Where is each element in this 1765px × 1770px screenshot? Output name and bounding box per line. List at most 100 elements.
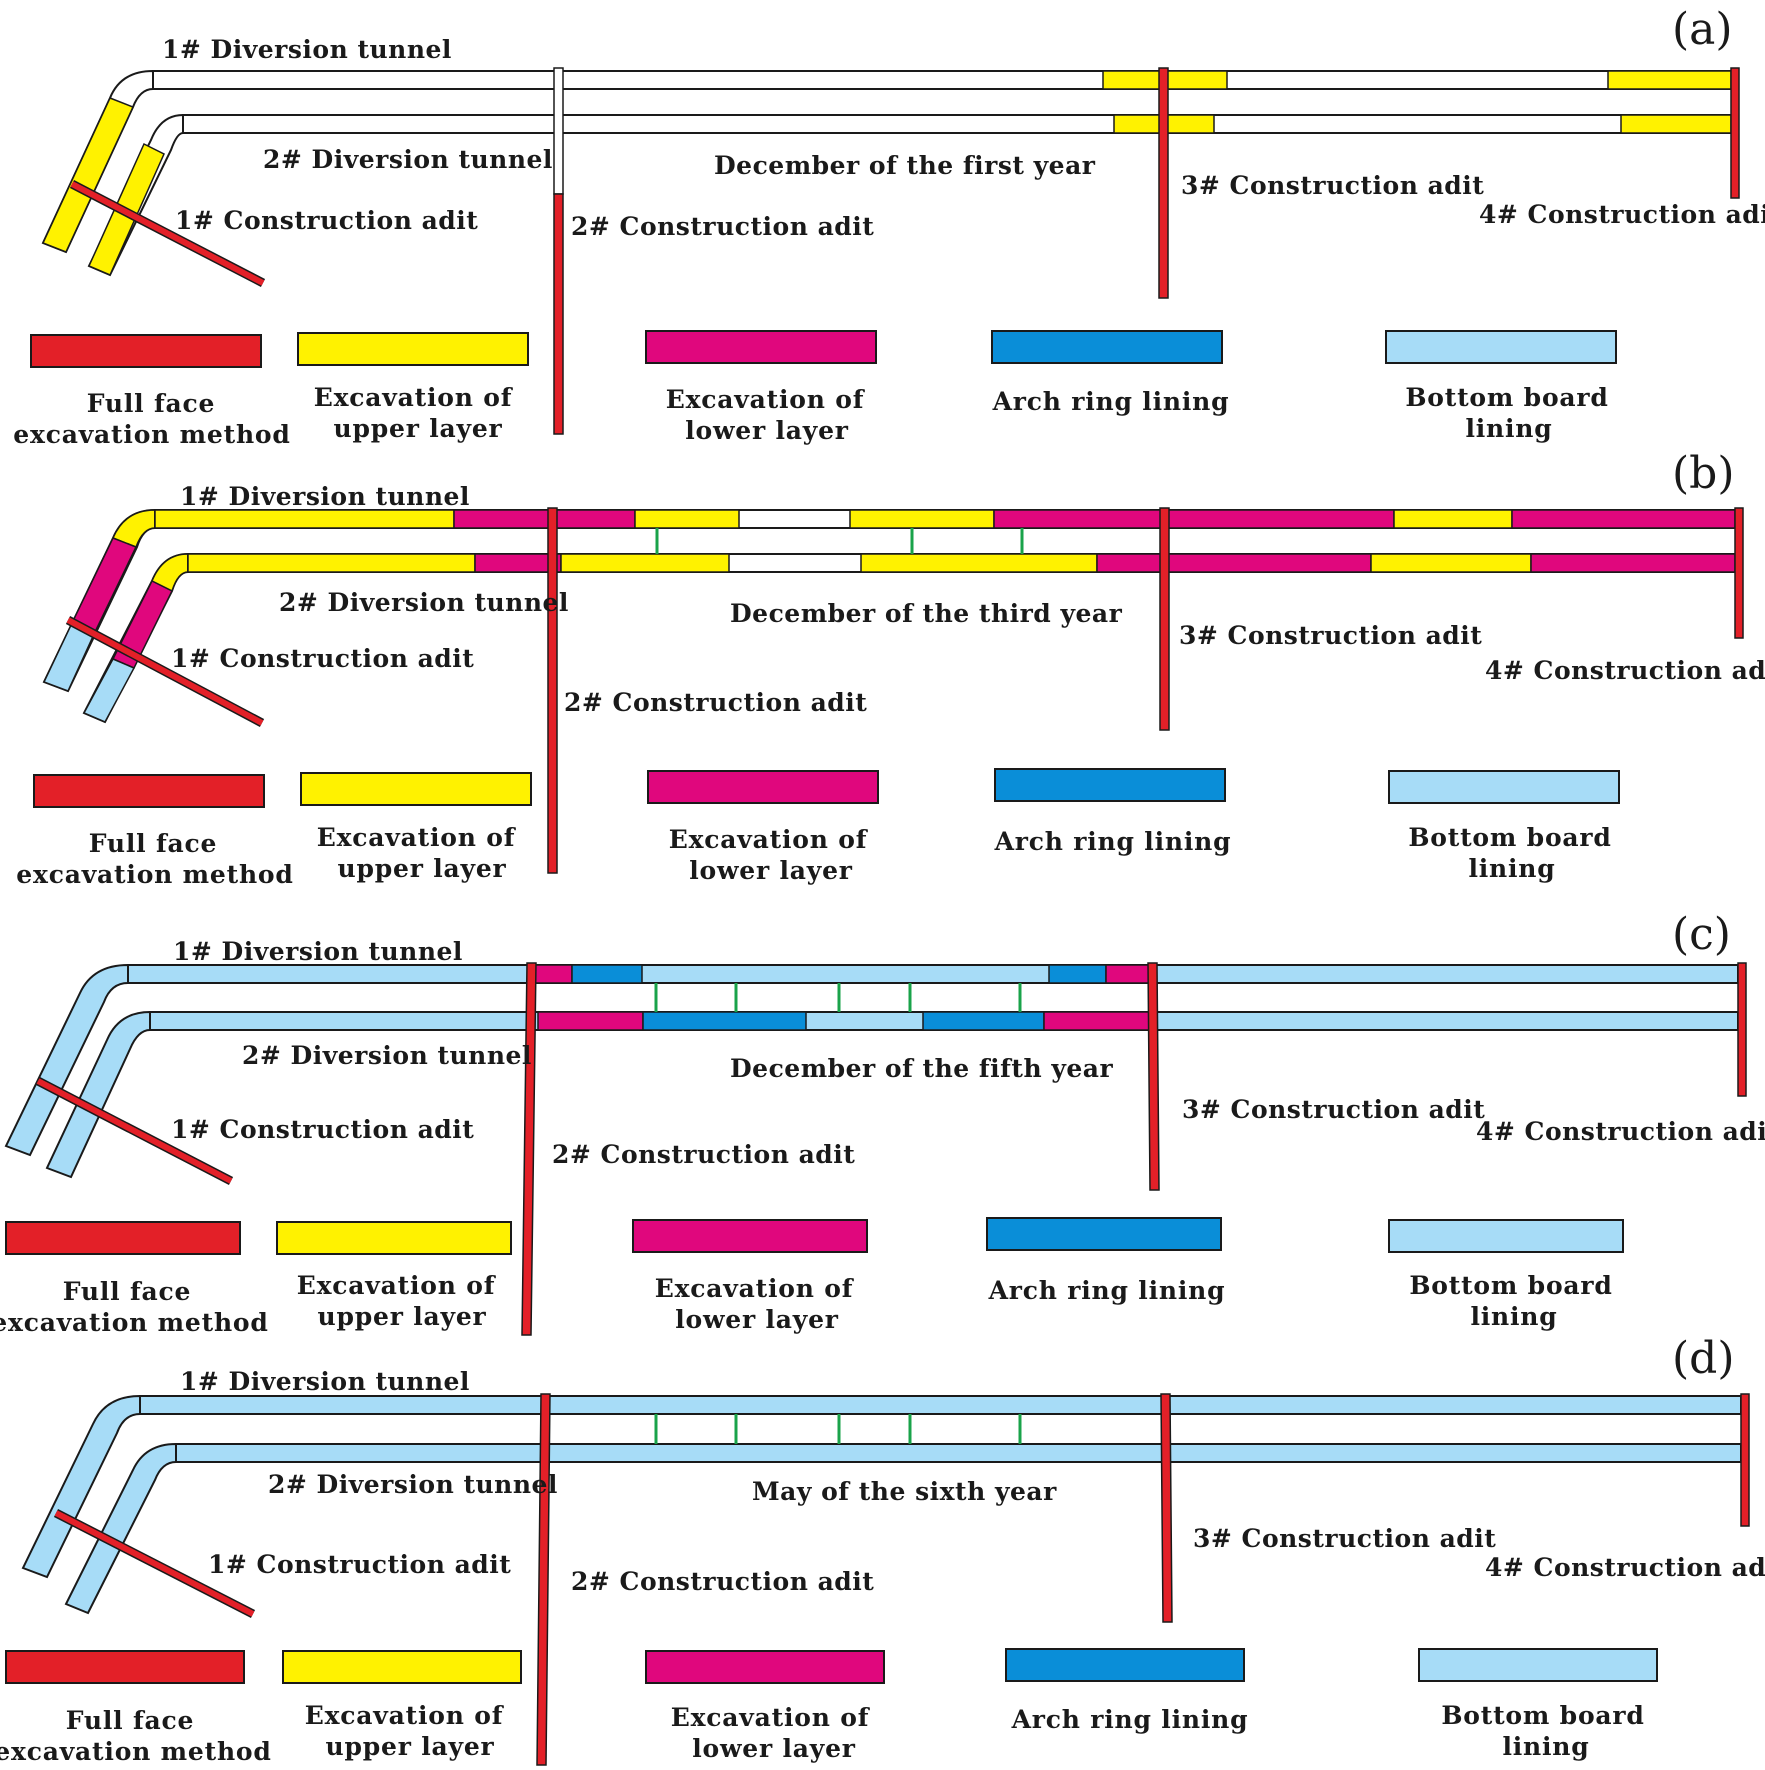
legend-swatch-lower-d <box>645 1650 885 1684</box>
panel-letter-b: (b) <box>1672 448 1735 499</box>
tunnel1-a <box>41 69 1732 254</box>
adit3-a <box>1158 67 1169 299</box>
legend-swatch-full-d <box>5 1650 245 1684</box>
panel-c: (c) 1# Diversion tunnel 2# Diversion tun… <box>0 909 1765 1337</box>
legend-full-l1-d: Full face <box>66 1706 194 1735</box>
legend-lower-l2-d: lower layer <box>692 1734 856 1763</box>
label-date-c: December of the fifth year <box>730 1054 1113 1083</box>
legend-swatch-upper-b <box>300 772 532 806</box>
label-adit3-b: 3# Construction adit <box>1179 621 1482 650</box>
legend-swatch-arch-c <box>986 1217 1222 1251</box>
panel-letter-c: (c) <box>1672 909 1731 960</box>
label-adit1-a: 1# Construction adit <box>175 206 478 235</box>
adit2-a <box>553 193 564 435</box>
label-adit1-c: 1# Construction adit <box>171 1115 474 1144</box>
legend-arch-l1-d: Arch ring lining <box>1011 1705 1249 1734</box>
adit3-d <box>1160 1393 1173 1623</box>
legend-upper-l1-b: Excavation of <box>317 823 517 852</box>
legend-swatch-arch-d <box>1005 1648 1245 1682</box>
label-adit4-b: 4# Construction adit <box>1485 656 1765 685</box>
legend-swatch-lower-a <box>645 330 877 364</box>
legend-upper-l1-a: Excavation of <box>314 383 514 412</box>
legend-swatch-bottom-d <box>1418 1648 1658 1682</box>
legend-full-l1-a: Full face <box>87 389 215 418</box>
legend-a: Full face excavation method Excavation o… <box>13 330 1617 449</box>
tunnel2-c <box>45 1010 1739 1179</box>
legend-full-l2-d: excavation method <box>0 1737 272 1766</box>
label-adit3-c: 3# Construction adit <box>1182 1095 1485 1124</box>
legend-upper-l1-c: Excavation of <box>297 1271 497 1300</box>
legend-swatch-lower-b <box>647 770 879 804</box>
label-tunnel1-d: 1# Diversion tunnel <box>180 1367 470 1396</box>
legend-lower-l1-c: Excavation of <box>655 1274 855 1303</box>
label-date-a: December of the first year <box>714 151 1096 180</box>
adit4-c <box>1737 962 1747 1097</box>
label-tunnel2-c: 2# Diversion tunnel <box>242 1041 532 1070</box>
label-date-d: May of the sixth year <box>752 1477 1057 1506</box>
legend-arch-l1-c: Arch ring lining <box>988 1276 1226 1305</box>
adit4-a <box>1730 67 1740 199</box>
panel-a: (a) 1# Diversion tunnel 2# Diversion tun… <box>13 4 1765 449</box>
legend-c: Full face excavation method Excavation o… <box>0 1217 1624 1337</box>
legend-swatch-lower-c <box>632 1219 868 1253</box>
legend-lower-l2-c: lower layer <box>675 1305 839 1334</box>
label-adit2-d: 2# Construction adit <box>571 1567 874 1596</box>
legend-swatch-bottom-b <box>1388 770 1620 804</box>
label-adit1-b: 1# Construction adit <box>171 644 474 673</box>
panel-d: (d) 1# Diversion tunnel 2# Diversion tun… <box>0 1333 1765 1766</box>
legend-lower-l1-a: Excavation of <box>666 385 866 414</box>
legend-bottom-l1-c: Bottom board <box>1409 1271 1612 1300</box>
adit2-b <box>547 507 558 874</box>
adit2-d <box>536 1393 551 1766</box>
label-adit4-a: 4# Construction adit <box>1479 200 1765 229</box>
tunnel2-b <box>82 552 1736 724</box>
label-date-b: December of the third year <box>730 599 1123 628</box>
legend-swatch-upper-a <box>297 332 529 366</box>
panel-letter-d: (d) <box>1672 1333 1735 1384</box>
label-tunnel1-b: 1# Diversion tunnel <box>180 482 470 511</box>
label-adit2-b: 2# Construction adit <box>564 688 867 717</box>
label-adit1-d: 1# Construction adit <box>208 1550 511 1579</box>
legend-arch-l1-b: Arch ring lining <box>994 827 1232 856</box>
legend-arch-l1-a: Arch ring lining <box>992 387 1230 416</box>
legend-full-l2-a: excavation method <box>13 420 290 449</box>
legend-bottom-l1-d: Bottom board <box>1441 1701 1644 1730</box>
legend-b: Full face excavation method Excavation o… <box>16 768 1620 889</box>
legend-swatch-full-a <box>30 334 262 368</box>
legend-swatch-bottom-c <box>1388 1219 1624 1253</box>
legend-upper-l1-d: Excavation of <box>305 1701 505 1730</box>
adit4-d <box>1740 1393 1750 1527</box>
panel-letter-a: (a) <box>1672 4 1733 55</box>
legend-swatch-upper-d <box>282 1650 522 1684</box>
legend-full-l1-c: Full face <box>63 1277 191 1306</box>
legend-swatch-full-b <box>33 774 265 808</box>
legend-swatch-arch-a <box>991 330 1223 364</box>
label-adit3-d: 3# Construction adit <box>1193 1524 1496 1553</box>
legend-full-l2-c: excavation method <box>0 1308 269 1337</box>
label-tunnel1-c: 1# Diversion tunnel <box>173 937 463 966</box>
legend-full-l2-b: excavation method <box>16 860 293 889</box>
legend-swatch-upper-c <box>276 1221 512 1255</box>
legend-bottom-l2-a: lining <box>1465 414 1552 443</box>
label-adit2-a: 2# Construction adit <box>571 212 874 241</box>
legend-lower-l1-b: Excavation of <box>669 825 869 854</box>
tunnel1-b <box>42 508 1736 693</box>
legend-upper-l2-a: upper layer <box>333 414 502 443</box>
legend-d: Full face excavation method Excavation o… <box>0 1648 1658 1766</box>
panel-b: (b) 1# Diversion tunnel 2# Diversion tun… <box>16 448 1765 889</box>
legend-upper-l2-b: upper layer <box>337 854 506 883</box>
legend-bottom-l1-b: Bottom board <box>1408 823 1611 852</box>
adit4-b <box>1734 507 1744 639</box>
legend-swatch-full-c <box>5 1221 241 1255</box>
cross-passages-c <box>654 983 1022 1012</box>
label-adit4-d: 4# Construction adit <box>1485 1553 1765 1582</box>
cross-passages-d <box>654 1414 1022 1444</box>
label-tunnel2-a: 2# Diversion tunnel <box>263 145 553 174</box>
legend-swatch-bottom-a <box>1385 330 1617 364</box>
cross-passages-b <box>655 528 1024 554</box>
legend-upper-l2-d: upper layer <box>325 1732 494 1761</box>
legend-upper-l2-c: upper layer <box>317 1302 486 1331</box>
adit3-c <box>1147 962 1160 1191</box>
legend-bottom-l1-a: Bottom board <box>1405 383 1608 412</box>
tunnel2-a <box>87 113 1732 277</box>
